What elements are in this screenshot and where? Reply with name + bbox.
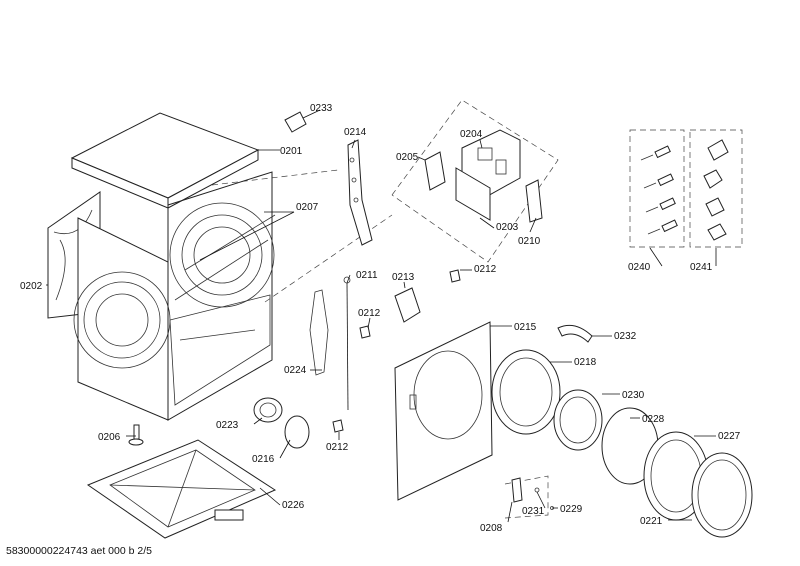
door-outer-0221 <box>691 452 753 538</box>
sensor-0213 <box>394 287 421 323</box>
label-0229: 0229 <box>560 504 583 515</box>
damper-0223 <box>253 397 283 423</box>
label-0210: 0210 <box>518 236 541 247</box>
label-0224: 0224 <box>284 365 307 376</box>
label-0227: 0227 <box>718 431 741 442</box>
label-0221: 0221 <box>640 516 663 527</box>
label-0226: 0226 <box>282 500 305 511</box>
hose-0211 <box>343 276 351 411</box>
base-tray <box>86 439 277 539</box>
foot <box>128 424 144 446</box>
label-0240: 0240 <box>628 262 651 273</box>
label-0206: 0206 <box>98 432 121 443</box>
label-0201: 0201 <box>280 146 303 157</box>
label-0205: 0205 <box>396 152 419 163</box>
label-0228: 0228 <box>642 414 665 425</box>
label-0207: 0207 <box>296 202 319 213</box>
label-0212-a: 0212 <box>474 264 497 275</box>
clamps-0212 <box>332 269 461 433</box>
cover-bracket <box>284 111 307 133</box>
door-seal-0218 <box>491 349 561 435</box>
label-0233: 0233 <box>310 103 333 114</box>
label-0214: 0214 <box>344 127 367 138</box>
label-0231: 0231 <box>522 506 545 517</box>
label-0204: 0204 <box>460 129 483 140</box>
cap-0216 <box>284 415 310 449</box>
accessories-0240 <box>640 145 678 235</box>
hinge-0232 <box>557 324 593 343</box>
label-0215: 0215 <box>514 322 537 333</box>
label-0241: 0241 <box>690 262 713 273</box>
label-0216: 0216 <box>252 454 275 465</box>
leader-dashes <box>211 169 393 303</box>
label-0218: 0218 <box>574 357 597 368</box>
electronics-module <box>424 129 543 223</box>
label-0230: 0230 <box>622 390 645 401</box>
label-0223: 0223 <box>216 420 239 431</box>
part-labels: 0233 0201 0214 0205 0204 0207 0203 0210 … <box>20 103 741 534</box>
group-outline-electronics <box>391 99 559 263</box>
bracket-0224 <box>309 289 329 376</box>
group-outline-0241 <box>689 129 743 248</box>
label-0211: 0211 <box>356 270 378 281</box>
cabinet-housing <box>47 112 276 421</box>
label-0212-c: 0212 <box>326 442 349 453</box>
bracket-0214 <box>347 139 373 246</box>
label-0202: 0202 <box>20 281 43 292</box>
door-ring-0230 <box>553 389 603 451</box>
accessories-0241 <box>703 139 729 241</box>
label-0203: 0203 <box>496 222 519 233</box>
leader-lines <box>46 109 717 523</box>
label-0213: 0213 <box>392 272 415 283</box>
label-0212-b: 0212 <box>358 308 381 319</box>
label-0232: 0232 <box>614 331 637 342</box>
group-outline-0240 <box>629 129 685 248</box>
document-id: 58300000224743 aet 000 b 2/5 <box>6 545 152 557</box>
front-panel <box>394 321 493 501</box>
label-0208: 0208 <box>480 523 503 534</box>
